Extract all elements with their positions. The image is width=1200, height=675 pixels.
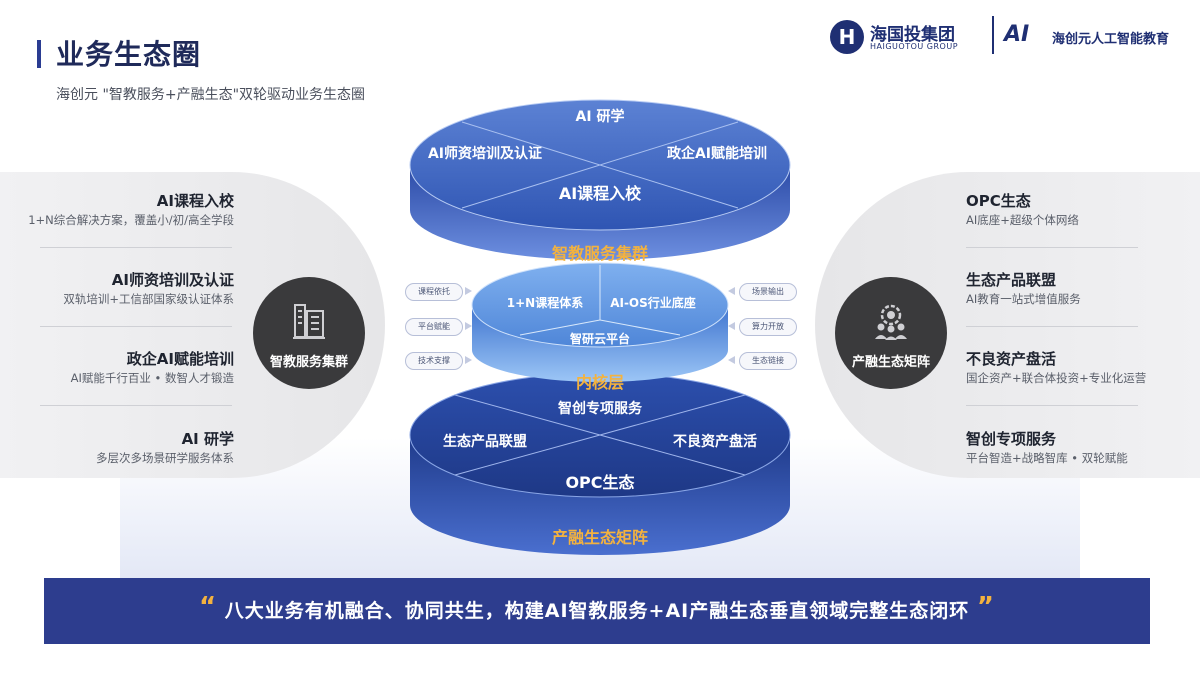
summary-banner-text: “ 八大业务有机融合、协同共生，构建AI智教服务+AI产融生态垂直领域完整生态闭… [44,578,1150,644]
right-item-title-3: 不良资产盘活 [966,350,1057,368]
right-item-desc-4: 平台智造+战略智库 • 双轮赋能 [966,451,1128,465]
connector-arrows [465,287,735,364]
close-quote-icon: ” [976,592,995,622]
building-icon [293,304,325,339]
brand-name-primary: 海国投集团 [870,25,955,45]
top-disc [409,99,791,260]
right-item-title-2: 生态产品联盟 [966,271,1057,289]
right-divider [966,405,1138,406]
left-item-desc-4: 多层次多场景研学服务体系 [96,451,234,465]
right-item-title-1: OPC生态 [966,192,1031,210]
summary-text: 八大业务有机融合、协同共生，构建AI智教服务+AI产融生态垂直领域完整生态闭环 [224,600,970,622]
left-item-title-2: AI师资培训及认证 [111,271,234,289]
bottom-segment-1: 智创专项服务 [558,401,642,417]
top-segment-1: AI 研学 [575,109,625,125]
top-segment-2: AI师资培训及认证 [427,146,543,162]
left-item-title-1: AI课程入校 [156,192,234,210]
left-divider [40,405,232,406]
brand-header: H 海国投集团 HAIGUOTOU GROUP AI 海创元人工智能教育 [830,14,1190,58]
middle-disc [471,262,729,382]
right-divider [966,326,1138,327]
right-item-desc-3: 国企资产+联合体投资+专业化运营 [966,371,1147,385]
left-circle-label: 智教服务集群 [269,355,348,370]
left-item-desc-3: AI赋能千行百业 • 数智人才锻造 [70,371,234,385]
middle-segment-1: 1+N课程体系 [506,296,584,310]
right-item-desc-1: AI底座+超级个体网络 [966,213,1079,227]
open-quote-icon: “ [199,592,218,622]
left-item-title-4: AI 研学 [181,430,234,448]
connector-tag-right-2: 算力开放 [739,318,797,336]
left-circle: 智教服务集群 [253,277,365,389]
right-circle: 产融生态矩阵 [835,277,947,389]
connector-tag-left-3: 技术支撑 [405,352,463,370]
bottom-segment-3: 不良资产盘活 [673,434,757,450]
top-segment-3: 政企AI赋能培训 [666,146,768,162]
ai-logo-icon: AI [1004,22,1030,47]
page-subtitle: 海创元 "智教服务+产融生态"双轮驱动业务生态圈 [56,87,366,103]
haiguotou-logo-icon: H [830,20,864,54]
connector-tag-left-2: 平台赋能 [405,318,463,336]
gear-people-icon [875,304,907,340]
middle-disc-label: 内核层 [575,373,624,392]
left-item-desc-1: 1+N综合解决方案，覆盖小/初/高全学段 [28,213,234,227]
right-circle-label: 产融生态矩阵 [851,355,930,370]
top-disc-label: 智教服务集群 [551,244,648,263]
left-divider [40,326,232,327]
summary-banner: “ 八大业务有机融合、协同共生，构建AI智教服务+AI产融生态垂直领域完整生态闭… [44,578,1150,644]
left-item-title-3: 政企AI赋能培训 [126,350,234,368]
right-item-title-4: 智创专项服务 [966,430,1057,448]
bottom-disc [409,372,791,555]
right-item-desc-2: AI教育一站式增值服务 [966,292,1081,306]
bottom-segment-2: 生态产品联盟 [443,434,527,450]
left-item-desc-2: 双轨培训+工信部国家级认证体系 [63,292,234,306]
bottom-disc-label: 产融生态矩阵 [551,528,648,547]
connector-tag-left-1: 课程依托 [405,283,463,301]
right-divider [966,247,1138,248]
brand-divider [992,16,994,54]
middle-segment-2: AI-OS行业底座 [610,296,696,310]
top-segment-4: AI课程入校 [558,184,642,203]
page-title: 业务生态圈 [56,38,202,71]
brand-name-secondary: 海创元人工智能教育 [1052,32,1170,47]
brand-name-primary-en: HAIGUOTOU GROUP [870,42,959,51]
title-accent-bar [37,40,41,68]
middle-segment-3: 智研云平台 [569,332,630,346]
connector-tag-right-3: 生态链接 [739,352,797,370]
bottom-segment-4: OPC生态 [565,473,635,492]
left-divider [40,247,232,248]
connector-tag-right-1: 场景输出 [739,283,797,301]
